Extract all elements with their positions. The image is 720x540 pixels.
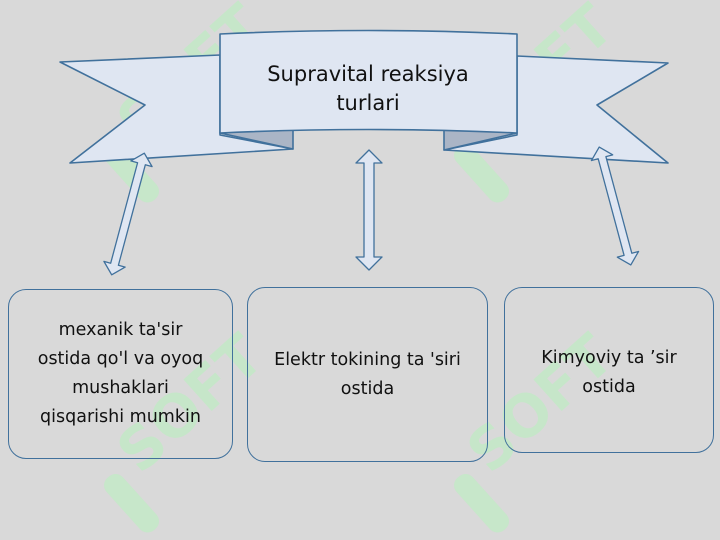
center-double-arrow [355, 149, 383, 271]
left-double-arrow [103, 152, 153, 276]
banner-left-tail [59, 54, 294, 164]
box-line: mexanik ta'sir [58, 320, 183, 340]
title-line: turlari [336, 91, 400, 115]
arrows [103, 146, 640, 276]
box-line: ostida [582, 377, 636, 397]
chemical-stimulus-box: Kimyoviy ta ’sir ostida [504, 287, 714, 453]
box-line: Kimyoviy ta ’sir [541, 348, 677, 368]
box-line: mushaklari [72, 378, 169, 398]
box-line: ostida [340, 378, 395, 399]
diagram-title: Supravital reaksiya turlari [220, 46, 516, 132]
title-line: Supravital reaksiya [267, 62, 469, 86]
box-line: Elektr tokining ta 'siri [274, 349, 461, 370]
box-line: ostida qo'l va oyoq [37, 349, 204, 369]
banner-right-tail [443, 55, 669, 164]
right-double-arrow [590, 146, 640, 266]
title-banner [59, 29, 669, 164]
banner-center [219, 29, 518, 134]
box-line: qisqarishi mumkin [40, 407, 201, 427]
mechanical-stimulus-box: mexanik ta'sir ostida qo'l va oyoq musha… [8, 289, 233, 459]
electric-stimulus-box: Elektr tokining ta 'siri ostida [247, 287, 488, 462]
